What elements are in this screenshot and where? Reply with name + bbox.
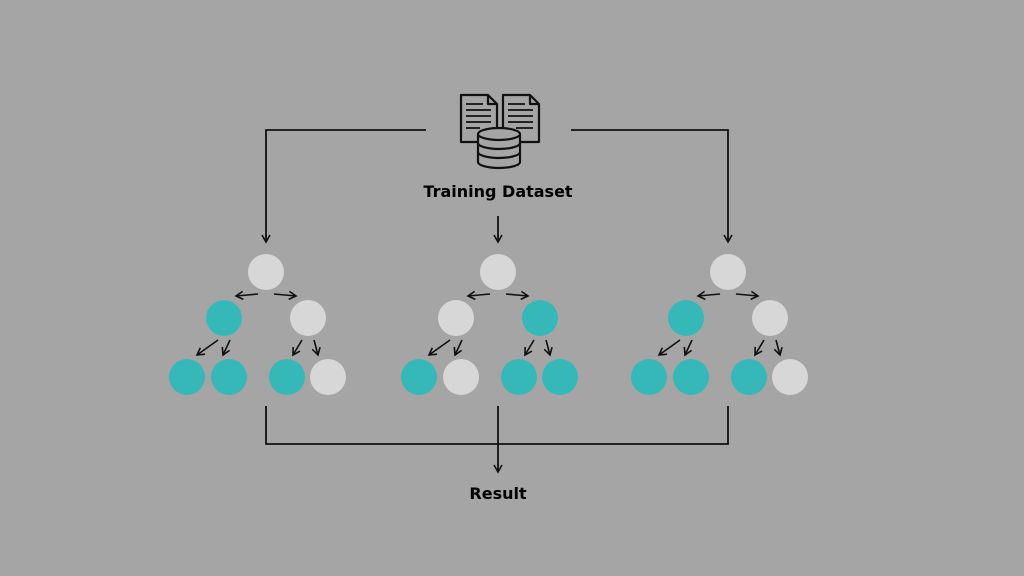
training-dataset-label: Training Dataset — [423, 182, 573, 201]
decision-tree-3 — [631, 254, 808, 395]
tree-node-4-gray — [443, 359, 479, 395]
tree-node-3-teal — [631, 359, 667, 395]
tree-node-2-gray — [290, 300, 326, 336]
tree-node-5-teal — [501, 359, 537, 395]
branch-arrow — [311, 339, 321, 357]
decision-tree-1 — [169, 254, 346, 395]
aggregation-bracket — [265, 406, 729, 445]
tree-node-6-teal — [542, 359, 578, 395]
tree-node-3-teal — [401, 359, 437, 395]
branch-arrow — [221, 339, 231, 357]
branch-arrow — [683, 339, 693, 357]
tree-node-2-teal — [522, 300, 558, 336]
branch-arrow — [427, 339, 451, 356]
tree-node-5-teal — [731, 359, 767, 395]
branch-arrow — [773, 339, 783, 357]
tree-node-6-gray — [772, 359, 808, 395]
branch-arrow — [543, 339, 553, 357]
tree-node-0-gray — [480, 254, 516, 290]
tree-node-3-teal — [169, 359, 205, 395]
connector-to-tree-3 — [571, 129, 733, 244]
branch-arrow — [292, 339, 303, 357]
tree-node-0-gray — [248, 254, 284, 290]
connector-to-tree-1 — [261, 129, 426, 244]
branch-arrow — [195, 339, 219, 356]
tree-node-1-teal — [206, 300, 242, 336]
tree-node-1-gray — [438, 300, 474, 336]
decision-tree-2 — [401, 254, 578, 395]
tree-node-4-teal — [211, 359, 247, 395]
tree-node-6-gray — [310, 359, 346, 395]
branch-arrow — [505, 290, 530, 301]
branch-arrow — [466, 290, 491, 301]
branch-arrow — [453, 339, 463, 357]
tree-node-0-gray — [710, 254, 746, 290]
branch-arrow — [273, 290, 298, 301]
tree-node-5-teal — [269, 359, 305, 395]
tree-node-2-gray — [752, 300, 788, 336]
branch-arrow — [735, 290, 760, 301]
branch-arrow — [696, 290, 721, 301]
tree-node-1-teal — [668, 300, 704, 336]
tree-node-4-teal — [673, 359, 709, 395]
documents-database-icon — [459, 93, 541, 170]
connector-lines — [261, 129, 733, 474]
result-label: Result — [469, 484, 527, 503]
branch-arrow — [234, 290, 259, 301]
branch-arrow — [657, 339, 681, 356]
branch-arrow — [524, 339, 535, 357]
branch-arrow — [754, 339, 765, 357]
